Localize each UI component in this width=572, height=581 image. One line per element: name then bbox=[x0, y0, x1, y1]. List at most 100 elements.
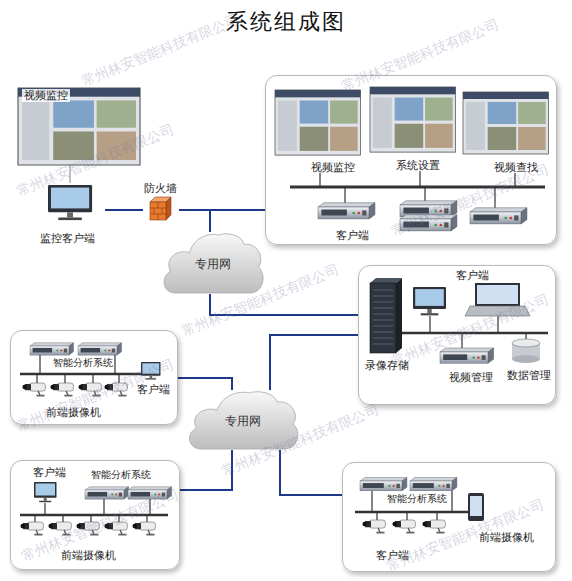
illustration-rect bbox=[477, 285, 518, 304]
illustration-line bbox=[62, 515, 63, 522]
network-link bbox=[210, 294, 358, 315]
illustration-line bbox=[497, 316, 498, 333]
illustration-line bbox=[64, 374, 65, 383]
illustration-line bbox=[371, 491, 372, 512]
illustration-line bbox=[419, 171, 420, 187]
illustration-line bbox=[39, 355, 40, 374]
node-label: 前端摄像机 bbox=[479, 531, 534, 544]
screenshot-art bbox=[18, 88, 140, 165]
network-link bbox=[105, 209, 143, 211]
illustration-line bbox=[514, 173, 515, 187]
node-label: 数据管理 bbox=[507, 369, 551, 382]
node-label: 客户端 bbox=[137, 383, 170, 396]
illustration-rect bbox=[150, 202, 166, 220]
camera-art bbox=[362, 520, 385, 534]
server-art bbox=[400, 201, 457, 217]
storage-panel: 客户端录像存储视频管理 数据管理 bbox=[358, 265, 556, 405]
node-label: 智能分析系统 bbox=[91, 469, 151, 481]
node-label: 专用网 bbox=[225, 415, 261, 428]
illustration-line bbox=[525, 333, 526, 339]
illustration-line bbox=[451, 491, 452, 512]
site-panel: 智能分析系统前端摄像机客户端 bbox=[342, 462, 556, 572]
bus-tap bbox=[372, 491, 452, 520]
illustration-line bbox=[118, 374, 119, 383]
illustration-line bbox=[158, 202, 159, 208]
screenshot-art bbox=[463, 92, 549, 154]
illustration-line bbox=[406, 512, 407, 520]
illustration-line bbox=[494, 187, 495, 208]
illustration-line bbox=[461, 333, 462, 348]
server-art bbox=[410, 478, 457, 491]
camera-art bbox=[132, 522, 155, 536]
server-art bbox=[78, 343, 122, 355]
illustration-line bbox=[149, 499, 150, 515]
bus-line bbox=[20, 514, 168, 517]
node-label: 前端摄像机 bbox=[61, 549, 116, 562]
node-label: 视频管理 bbox=[449, 371, 493, 384]
bus-line bbox=[290, 186, 545, 189]
site-panel: 智能分析系统客户端前端摄像机 bbox=[10, 330, 178, 425]
monitor-art bbox=[48, 185, 92, 220]
network-link bbox=[178, 378, 232, 390]
network-link bbox=[180, 450, 232, 490]
bus-tap bbox=[35, 499, 150, 522]
network-link bbox=[280, 450, 342, 495]
illustration-line bbox=[154, 208, 155, 214]
illustration-line bbox=[373, 308, 393, 309]
monitor-art bbox=[413, 287, 446, 315]
watermark: 常州林安智能科技有限公司 bbox=[79, 11, 241, 89]
node-label: 客户端 bbox=[336, 229, 369, 242]
bus-tap bbox=[430, 316, 526, 348]
camera-art bbox=[22, 383, 45, 397]
cloud-outline bbox=[189, 392, 297, 449]
illustration-polygon bbox=[465, 306, 530, 316]
illustration-polygon bbox=[166, 197, 171, 220]
database-art bbox=[512, 339, 540, 363]
illustration-line bbox=[373, 320, 393, 321]
illustration-line bbox=[424, 187, 425, 201]
illustration-line bbox=[146, 515, 147, 522]
node-label: 前端摄像机 bbox=[46, 406, 101, 419]
bus-line bbox=[20, 373, 141, 376]
node-label: 专用网 bbox=[195, 258, 231, 271]
firewall: 防火墙 bbox=[143, 182, 179, 224]
server-art bbox=[318, 203, 375, 219]
node-label: 客户端 bbox=[456, 269, 489, 282]
node-label: 录像存储 bbox=[365, 359, 409, 372]
illustration-line bbox=[436, 512, 437, 520]
diagram-title: 系统组成图 bbox=[226, 9, 346, 34]
server-art bbox=[360, 478, 407, 491]
illustration-g bbox=[373, 290, 393, 344]
illustration-line bbox=[118, 515, 119, 522]
server-art bbox=[400, 215, 457, 231]
illustration-line bbox=[36, 374, 37, 383]
watermark: 常州林安智能科技有限公司 bbox=[339, 16, 501, 94]
site-panel: 客户端智能分析系统前端摄像机 bbox=[10, 460, 180, 570]
server-art bbox=[30, 343, 74, 355]
illustration-line bbox=[373, 332, 393, 333]
network-cloud: 专用网 bbox=[185, 390, 300, 450]
network-link bbox=[179, 210, 210, 232]
network-link bbox=[70, 165, 71, 183]
illustration-line bbox=[373, 314, 393, 315]
client-monitor: 监控客户端 bbox=[35, 183, 105, 245]
illustration-line bbox=[90, 515, 91, 522]
bus-tap bbox=[37, 355, 119, 383]
illustration-polygon bbox=[396, 278, 402, 353]
node-label: 视频监控 bbox=[22, 89, 70, 102]
illustration-line bbox=[92, 374, 93, 383]
camera-art bbox=[76, 522, 99, 536]
camera-art bbox=[104, 522, 127, 536]
network-cloud: 专用网 bbox=[160, 232, 265, 294]
camera-art bbox=[20, 522, 43, 536]
camera-art bbox=[422, 520, 445, 534]
monitor-art bbox=[34, 482, 57, 502]
node-label: 系统设置 bbox=[396, 159, 440, 172]
illustration-rect bbox=[468, 493, 484, 521]
illustration-line bbox=[373, 302, 393, 303]
monitor-art bbox=[141, 362, 161, 380]
illustration-line bbox=[376, 512, 377, 520]
illustration-rect bbox=[370, 283, 396, 353]
